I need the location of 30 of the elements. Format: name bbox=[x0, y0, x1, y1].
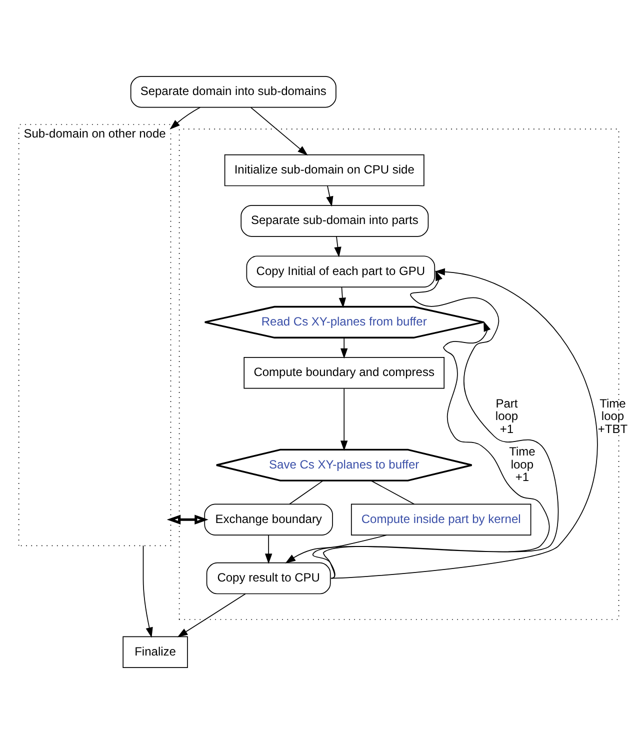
arrow bbox=[264, 534, 272, 564]
arrow bbox=[340, 388, 348, 450]
arrow bbox=[166, 514, 208, 524]
node-box: Separate domain into sub-domains bbox=[130, 76, 336, 108]
arrow bbox=[326, 184, 334, 206]
node-box: Exchange boundary bbox=[204, 503, 333, 535]
node-box: Finalize bbox=[122, 636, 188, 668]
edge-label: Part loop +1 bbox=[495, 396, 518, 436]
node-box: Compute boundary and compress bbox=[244, 356, 445, 388]
arrow bbox=[142, 544, 153, 638]
arrow bbox=[330, 268, 598, 578]
arrow bbox=[170, 106, 201, 129]
arrow bbox=[312, 320, 550, 578]
arrow bbox=[334, 236, 342, 257]
node-box: Compute inside part by kernel bbox=[350, 503, 532, 535]
arrow bbox=[340, 336, 348, 358]
arrow bbox=[285, 534, 388, 563]
node-box: Sub-domain on other node bbox=[18, 124, 172, 546]
arrow bbox=[177, 593, 246, 637]
arrow bbox=[322, 270, 559, 578]
connector bbox=[289, 480, 324, 504]
node-box: Separate sub-domain into parts bbox=[240, 204, 429, 236]
edge-label: Time loop +TBT bbox=[598, 396, 628, 436]
edge-label: Time loop +1 bbox=[509, 444, 536, 484]
node-box: Initialize sub-domain on CPU side bbox=[224, 154, 424, 186]
arrow bbox=[250, 106, 308, 156]
connector bbox=[370, 480, 415, 504]
node-box: Copy Initial of each part to GPU bbox=[246, 255, 436, 287]
node-box: Copy result to CPU bbox=[206, 562, 331, 594]
arrow bbox=[338, 286, 346, 308]
